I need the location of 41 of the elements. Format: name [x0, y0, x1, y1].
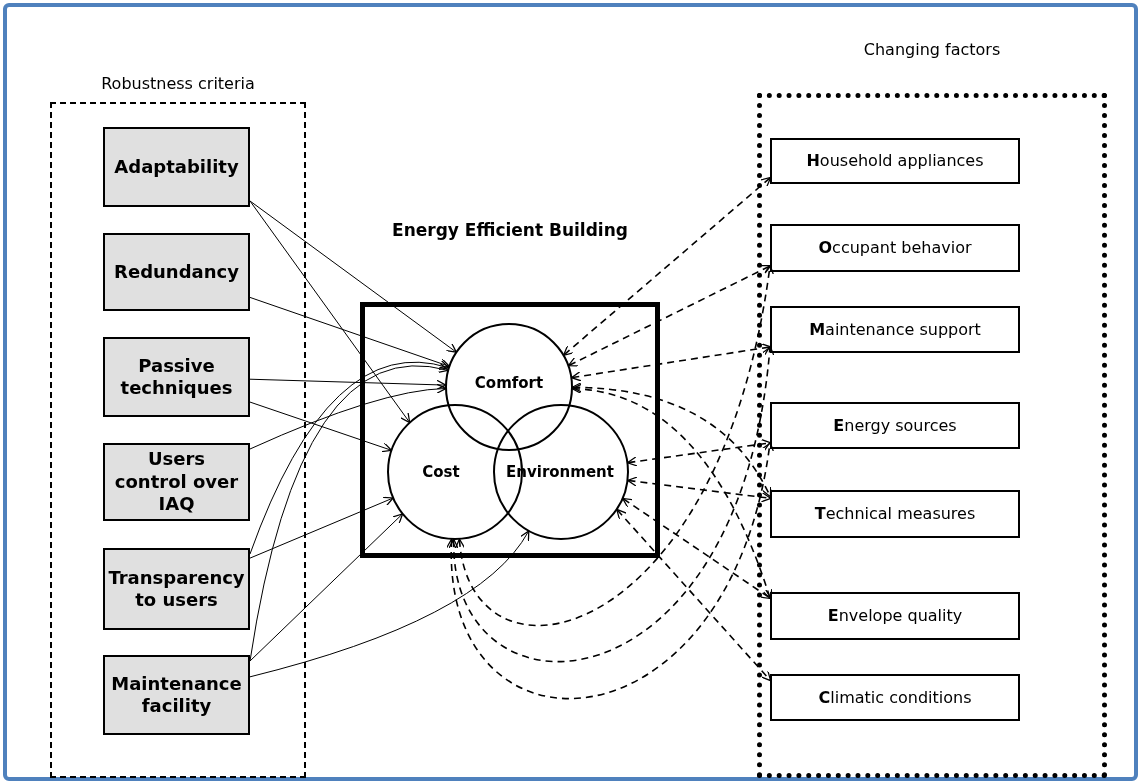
circle-label: Comfort — [474, 372, 544, 394]
arrow — [249, 496, 394, 559]
arrow — [249, 200, 411, 424]
dashed-arrow — [626, 476, 772, 503]
factor-box: Technical measures — [770, 490, 1020, 538]
factor-box: Occupant behavior — [770, 224, 1020, 272]
circle-label: Cost — [422, 461, 460, 483]
dashed-arrow — [616, 508, 772, 682]
arrow — [249, 383, 447, 450]
factor-box: Energy sources — [770, 402, 1020, 449]
dashed-arrow — [571, 384, 773, 600]
dashed-arrow — [456, 264, 774, 627]
dashed-arrow — [622, 497, 772, 600]
arrow — [249, 363, 449, 662]
factor-box: Maintenance support — [770, 306, 1020, 353]
arrow — [249, 378, 447, 390]
factor-box: Climatic conditions — [770, 674, 1020, 721]
criterion-box: Users control over IAQ — [103, 443, 250, 521]
factor-box: Household appliances — [770, 138, 1020, 184]
criterion-box: Adaptability — [103, 127, 250, 207]
dashed-arrow — [567, 264, 772, 367]
group-heading: Robustness criteria — [100, 73, 256, 95]
group-heading: Changing factors — [862, 39, 1002, 61]
arrow — [249, 200, 457, 353]
dashed-arrow — [571, 382, 772, 498]
dashed-arrow — [626, 438, 772, 467]
dashed-arrow — [562, 176, 772, 356]
factor-box: Envelope quality — [770, 592, 1020, 640]
diagram-heading: Energy Efficient Building — [391, 219, 629, 242]
arrow — [249, 401, 393, 453]
criterion-box: Maintenance facility — [103, 655, 250, 735]
criterion-box: Transparency to users — [103, 548, 250, 630]
arrow — [249, 296, 450, 369]
criterion-box: Passive techniques — [103, 337, 250, 417]
dashed-arrow — [449, 345, 774, 663]
dashed-arrow — [570, 343, 772, 382]
criterion-box: Redundancy — [103, 233, 250, 311]
arrow — [249, 513, 404, 662]
arrow — [249, 360, 450, 555]
dashed-arrow — [446, 441, 774, 699]
arrow — [249, 530, 530, 678]
